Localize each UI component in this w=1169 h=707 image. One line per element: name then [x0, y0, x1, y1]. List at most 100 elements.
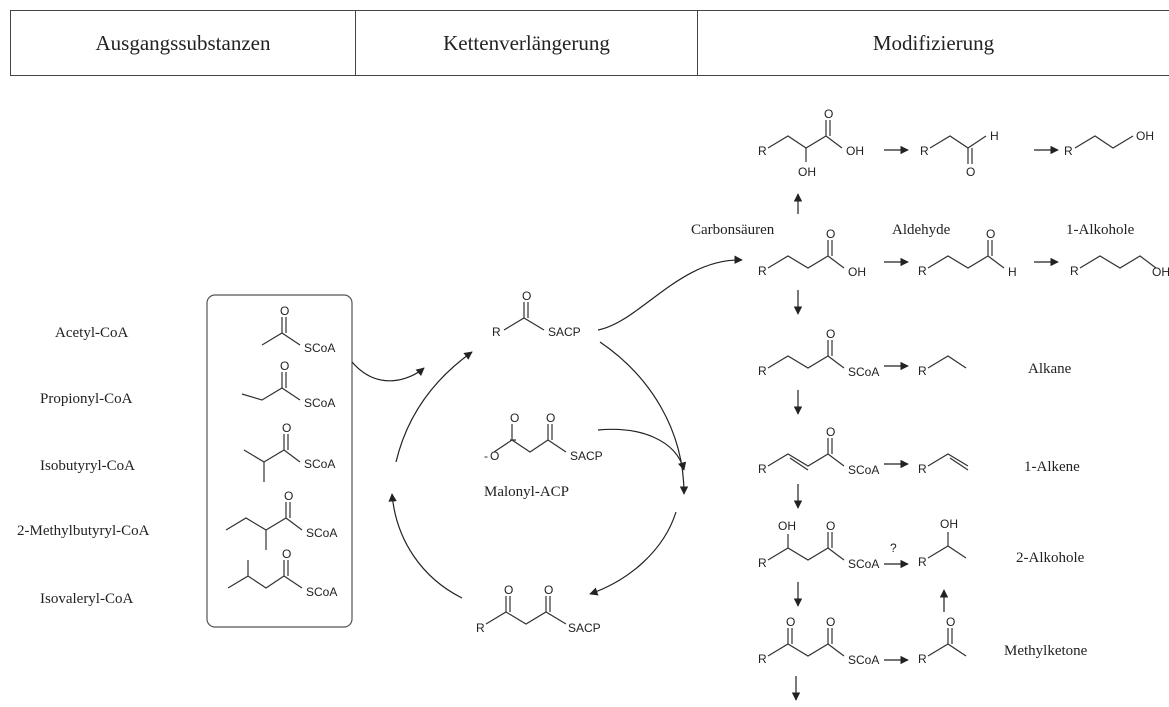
atom-sacp: SACP — [568, 621, 601, 635]
malonyl-oxygen: O — [490, 449, 499, 463]
aldehyde-bonds — [927, 240, 1005, 269]
atom-scoa: SCoA — [848, 653, 879, 667]
aldehyde-top-bonds — [929, 135, 987, 164]
label-1-alkohole: 1-Alkohole — [1066, 222, 1135, 238]
label-methylketone: Methylketone — [1004, 643, 1088, 659]
starter-box — [206, 294, 353, 628]
atom-o: O — [824, 107, 833, 121]
atom-scoa: SCoA — [306, 585, 337, 599]
atom-o: O — [282, 547, 291, 561]
atom-sacp: SACP — [570, 449, 603, 463]
alkane-bonds — [927, 355, 967, 369]
question-mark: ? — [890, 541, 897, 555]
atom-o: O — [826, 327, 835, 341]
label-alkane: Alkane — [1028, 361, 1072, 377]
starter-label-isobutyryl: Isobutyryl-CoA — [40, 458, 135, 474]
atom-scoa: SCoA — [306, 526, 337, 540]
atom-o: O — [282, 421, 291, 435]
starter-label-isovaleryl: Isovaleryl-CoA — [40, 591, 133, 607]
atom-r: R — [758, 364, 767, 378]
atom-o: O — [546, 411, 555, 425]
atom-oh: OH — [940, 517, 958, 531]
atom-scoa: SCoA — [304, 396, 335, 410]
atom-r: R — [1064, 144, 1073, 158]
arrow-cycle-right — [599, 341, 689, 495]
header-col-elongation: Kettenverlängerung — [355, 11, 697, 75]
starter-label-propionyl: Propionyl-CoA — [40, 391, 133, 407]
malonyl-charge: - — [484, 449, 488, 463]
atom-oh: OH — [798, 165, 816, 179]
atom-o: O — [280, 359, 289, 373]
hydroxyacyl-bonds — [767, 532, 845, 561]
atom-oh: OH — [846, 144, 864, 158]
atom-scoa: SCoA — [304, 457, 335, 471]
atom-r: R — [918, 364, 927, 378]
atom-scoa: SCoA — [848, 365, 879, 379]
atom-h: H — [1008, 265, 1017, 279]
ketoacyl-bonds — [485, 596, 567, 625]
starter-label-acetyl: Acetyl-CoA — [55, 325, 128, 341]
header-col-starters: Ausgangssubstanzen — [95, 30, 271, 55]
starter-label-methylbutyryl: 2-Methylbutyryl-CoA — [17, 523, 150, 539]
atom-o: O — [986, 227, 995, 241]
malonyl-bonds — [493, 424, 567, 453]
sec-alcohol-bonds — [927, 532, 967, 559]
atom-oh: OH — [778, 519, 796, 533]
atom-o: O — [826, 425, 835, 439]
atom-scoa: SCoA — [304, 341, 335, 355]
alcohol-top-bonds — [1074, 135, 1134, 149]
atom-oh: OH — [1136, 129, 1154, 143]
atom-o: O — [946, 615, 955, 629]
hydroxyacid-bonds — [767, 120, 843, 162]
alkene-bonds — [927, 453, 969, 471]
atom-o: O — [522, 289, 531, 303]
label-1-alkene: 1-Alkene — [1024, 459, 1080, 475]
atom-o: O — [826, 519, 835, 533]
atom-sacp: SACP — [548, 325, 581, 339]
atom-oh: OH — [1152, 265, 1169, 279]
malonyl-oxygen: O — [510, 411, 519, 425]
label-aldehyde: Aldehyde — [892, 222, 951, 238]
arrow-to-modification — [597, 255, 743, 331]
acid-bonds — [767, 240, 845, 269]
ketoacyl-coa-bonds — [767, 628, 845, 657]
alcohol-bonds — [1079, 255, 1157, 269]
enoyl-bonds — [767, 438, 845, 471]
atom-o: O — [280, 304, 289, 318]
arrow-starter-into-cycle — [351, 361, 425, 382]
atom-o: O — [544, 583, 553, 597]
atom-r: R — [918, 555, 927, 569]
stage-header: Ausgangssubstanzen Kettenverlängerung Mo… — [10, 10, 1169, 76]
atom-r: R — [1070, 264, 1079, 278]
label-carbonsaeuren: Carbonsäuren — [691, 222, 775, 238]
atom-oh: OH — [848, 265, 866, 279]
acyl-acp-bonds — [503, 302, 545, 331]
atom-r: R — [758, 264, 767, 278]
atom-r: R — [758, 556, 767, 570]
label-2-alkohole: 2-Alkohole — [1016, 550, 1085, 566]
atom-r: R — [758, 144, 767, 158]
atom-r: R — [920, 144, 929, 158]
atom-o: O — [786, 615, 795, 629]
acetyl-bonds — [261, 317, 301, 346]
propionyl-bonds — [241, 372, 301, 401]
header-col-modification: Modifizierung — [697, 11, 1169, 75]
atom-r: R — [918, 462, 927, 476]
atom-r: R — [476, 621, 485, 635]
atom-r: R — [492, 325, 501, 339]
acylcoa-bonds — [767, 340, 845, 369]
atom-o: O — [504, 583, 513, 597]
atom-h: H — [990, 129, 999, 143]
atom-r: R — [758, 462, 767, 476]
atom-scoa: SCoA — [848, 557, 879, 571]
atom-o: O — [826, 227, 835, 241]
arrows — [351, 145, 1059, 701]
arrow-cycle-left — [388, 493, 463, 599]
atom-scoa: SCoA — [848, 463, 879, 477]
atom-r: R — [758, 652, 767, 666]
methylketone-bonds — [927, 628, 967, 657]
arrow-malonyl-in — [597, 428, 687, 471]
arrow-cycle-bottom — [589, 511, 677, 596]
malonyl-label: Malonyl-ACP — [484, 484, 569, 500]
